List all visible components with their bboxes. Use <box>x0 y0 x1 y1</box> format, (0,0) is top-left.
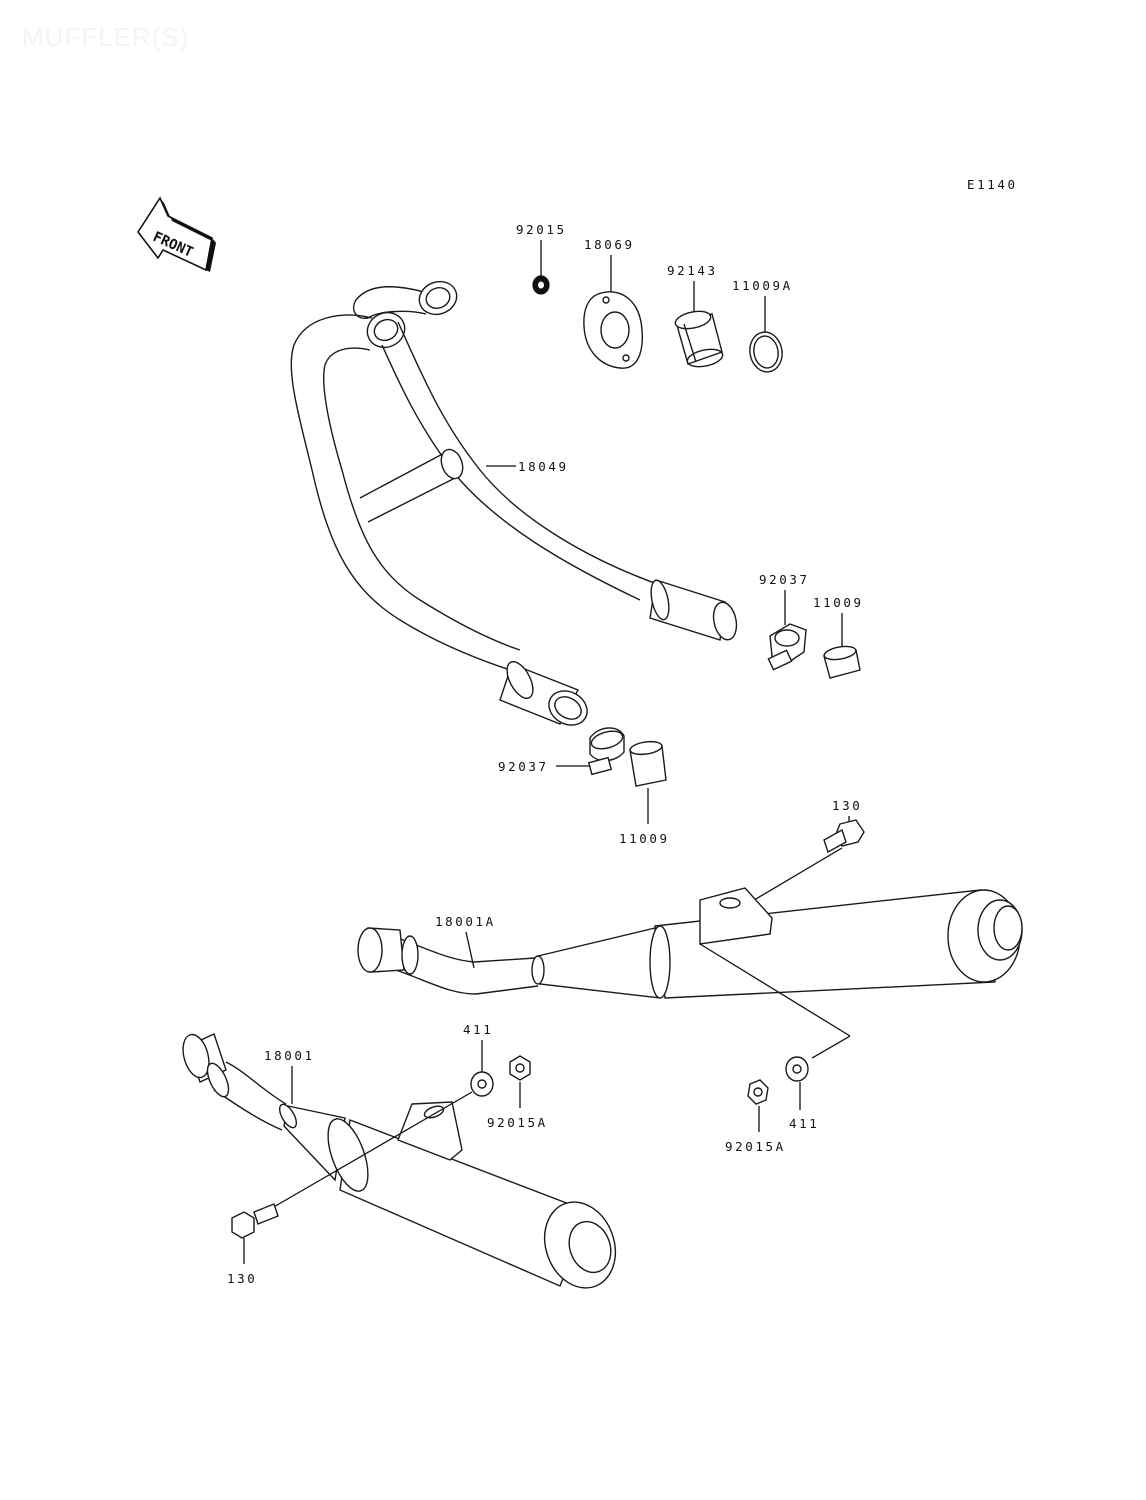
muffler-18001A <box>357 887 1023 999</box>
front-direction-arrow-icon: FRONT <box>137 196 216 272</box>
label-130-left: 130 <box>227 1271 257 1286</box>
muffler-18001 <box>182 1033 617 1289</box>
label-18001: 18001 <box>264 1048 315 1063</box>
nut-92015 <box>532 275 550 295</box>
washer-411-left <box>470 1071 494 1097</box>
label-92143: 92143 <box>667 263 718 278</box>
nut-92015A-left <box>509 1055 531 1081</box>
label-411-right: 411 <box>789 1116 819 1131</box>
label-92015: 92015 <box>516 222 567 237</box>
page-title: MUFFLER(S) <box>22 22 190 52</box>
label-18001A: 18001A <box>435 914 496 929</box>
clamp-92037-right <box>767 623 807 671</box>
gasket-ring-11009A <box>749 331 783 373</box>
header-pipe-18049 <box>290 280 738 726</box>
gasket-11009-left <box>629 740 667 787</box>
gasket-flange-18069 <box>583 291 643 369</box>
nut-92015A-right <box>747 1079 769 1105</box>
bolt-130-right <box>823 819 865 854</box>
bolt-130-left <box>231 1203 279 1239</box>
label-92037-right: 92037 <box>759 572 810 587</box>
label-11009-left: 11009 <box>619 831 670 846</box>
label-18069: 18069 <box>584 237 635 252</box>
label-92037-left: 92037 <box>498 759 549 774</box>
gasket-11009-right <box>823 645 861 679</box>
label-11009-right: 11009 <box>813 595 864 610</box>
clamp-92037-left <box>587 727 625 776</box>
label-411-left: 411 <box>463 1022 493 1037</box>
label-130-right: 130 <box>832 798 862 813</box>
label-92015A-left: 92015A <box>487 1115 548 1130</box>
washer-411-right <box>785 1056 809 1082</box>
label-18049: 18049 <box>518 459 569 474</box>
label-92015A-right: 92015A <box>725 1139 786 1154</box>
clamp-sleeve-92143 <box>674 310 724 368</box>
diagram-code: E1140 <box>967 177 1018 192</box>
label-11009A: 11009A <box>732 278 793 293</box>
